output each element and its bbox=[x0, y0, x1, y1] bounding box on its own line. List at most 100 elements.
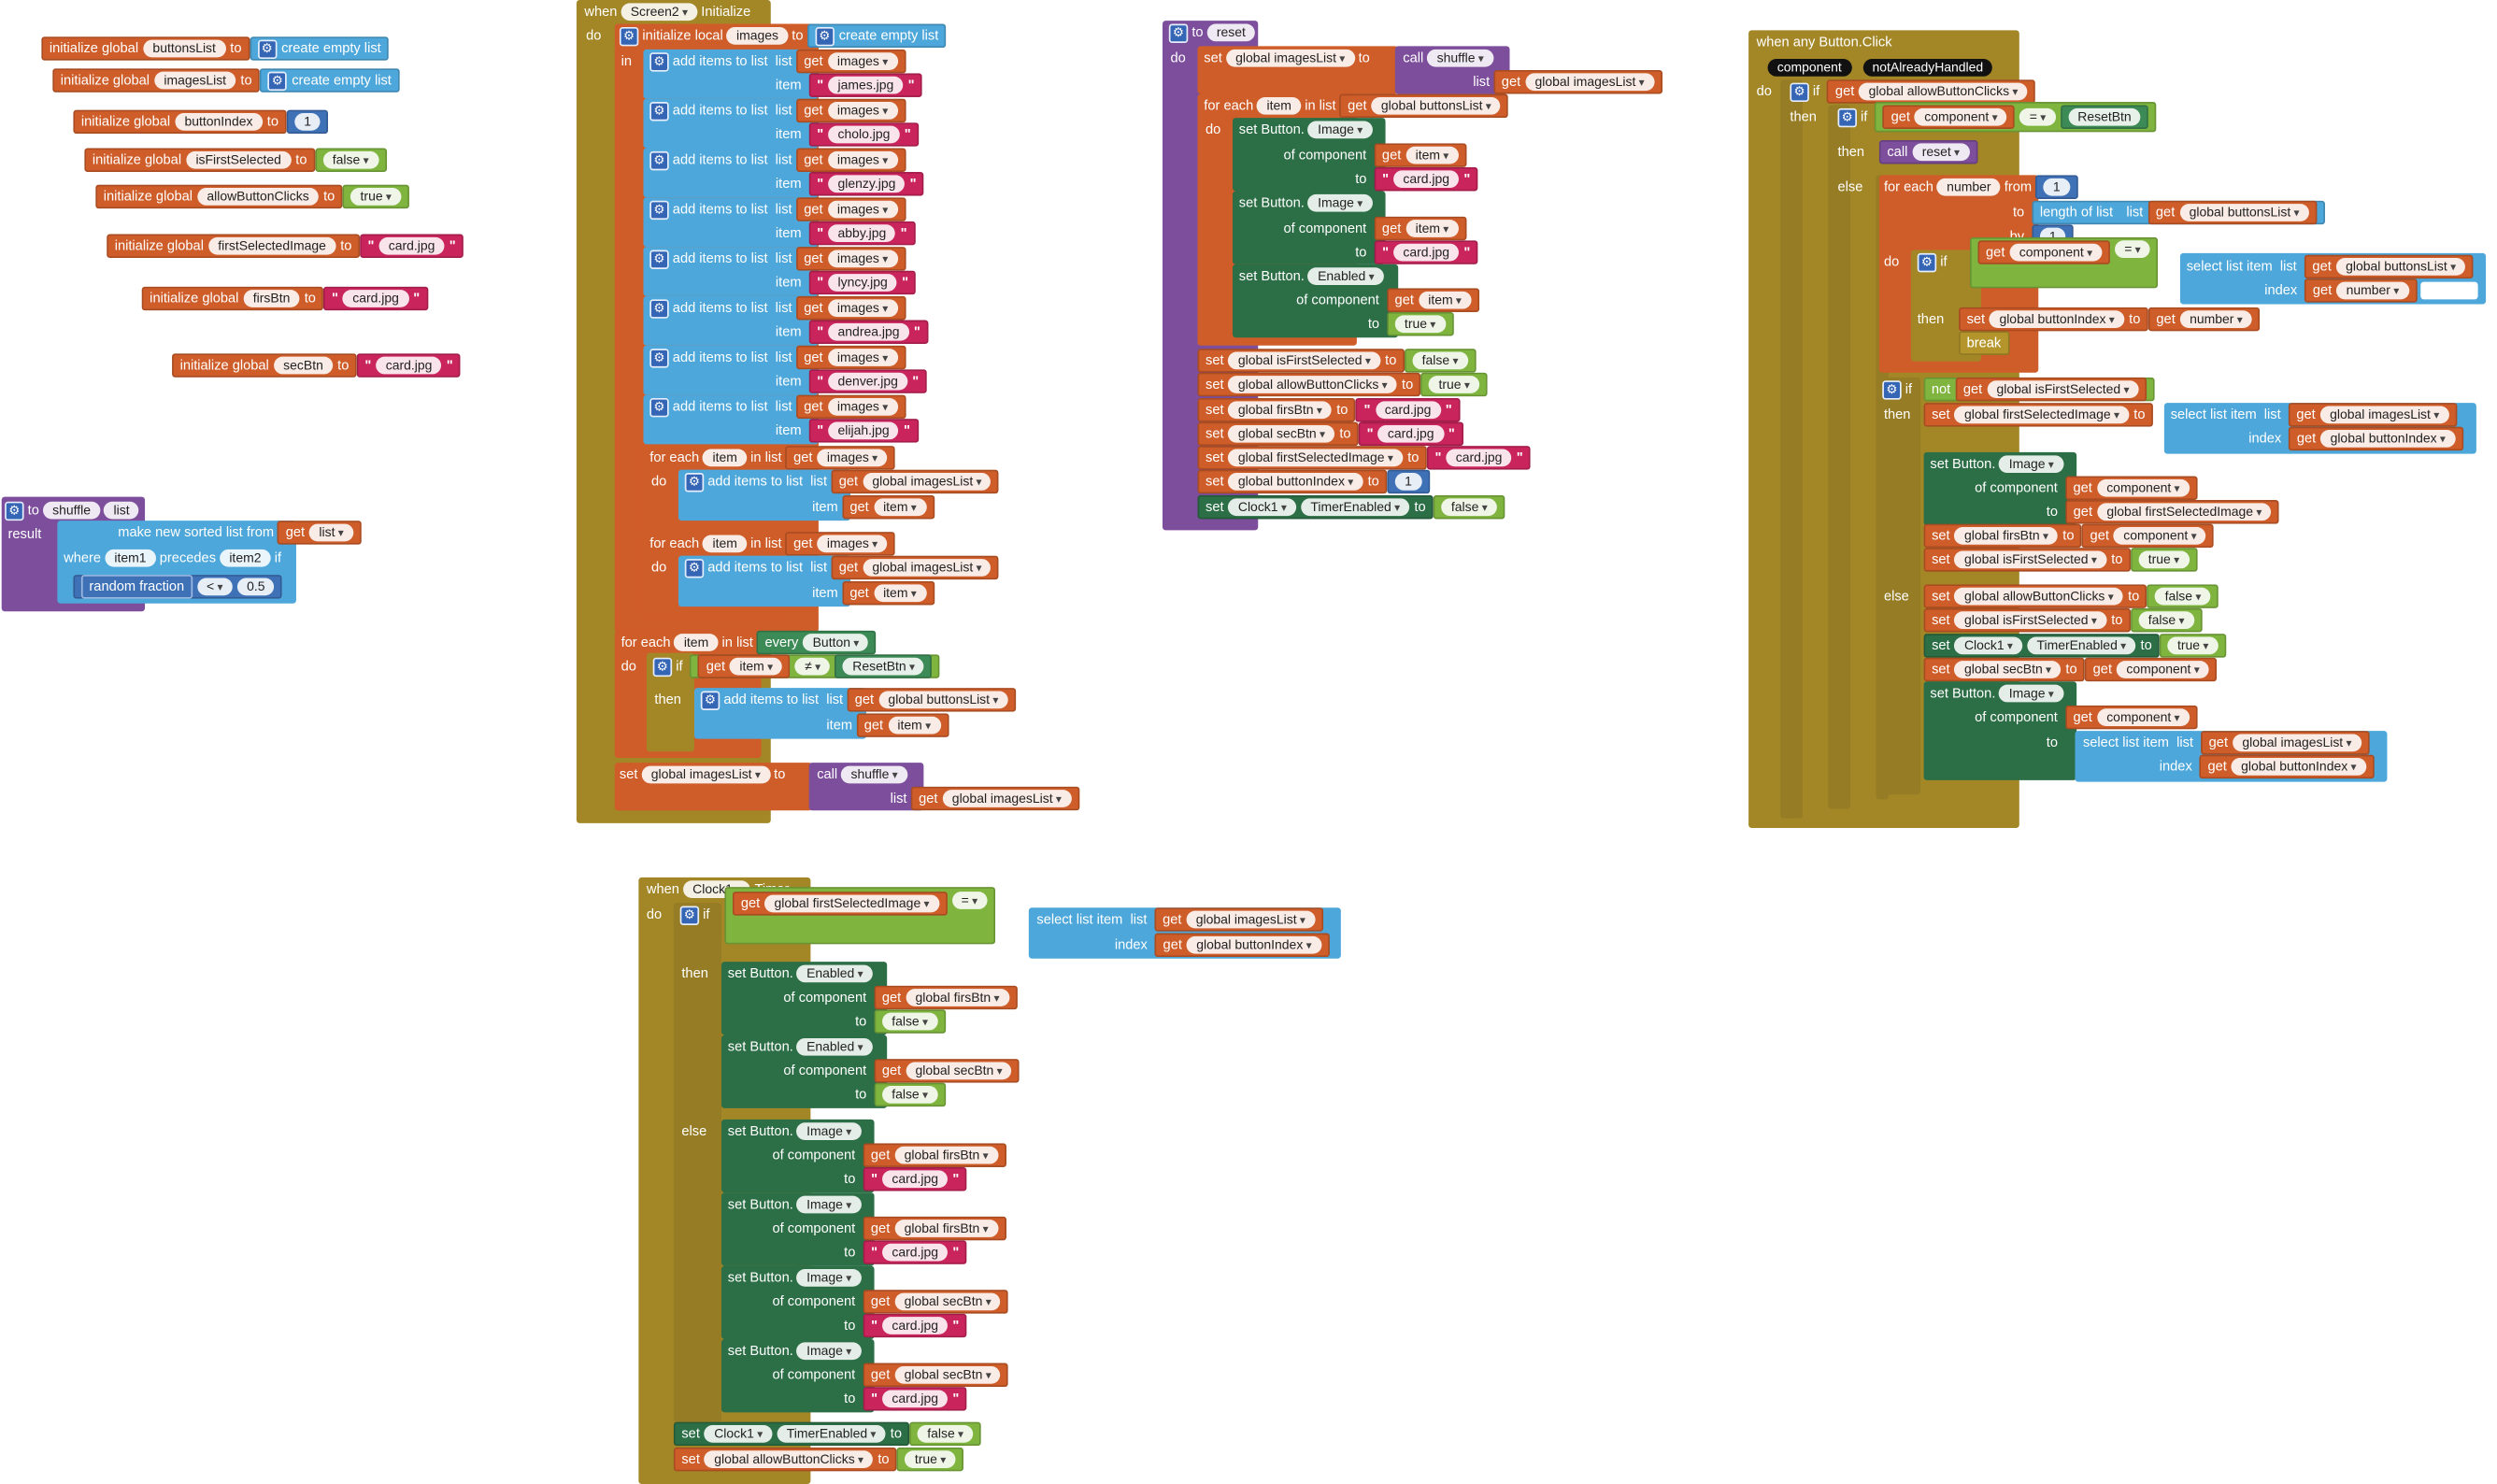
boolean-dropdown[interactable]: false bbox=[881, 1012, 938, 1031]
gear-icon[interactable]: ⚙ bbox=[649, 101, 669, 121]
procedure-name-field[interactable]: shuffle bbox=[42, 501, 101, 520]
var-dropdown[interactable]: item bbox=[873, 498, 926, 517]
boolean-dropdown[interactable]: false bbox=[918, 1424, 974, 1443]
number-field[interactable]: 1 bbox=[2043, 178, 2070, 196]
component-dropdown[interactable]: ResetBtn bbox=[843, 657, 925, 676]
text-field[interactable]: card.jpg bbox=[882, 1390, 949, 1408]
var-dropdown[interactable]: item bbox=[730, 657, 783, 676]
var-dropdown[interactable]: global buttonIndex bbox=[1187, 935, 1321, 954]
property-dropdown[interactable]: Image bbox=[1999, 455, 2064, 474]
var-dropdown[interactable]: global imagesList bbox=[2233, 734, 2361, 752]
var-dropdown[interactable]: images bbox=[827, 299, 898, 318]
property-dropdown[interactable]: TimerEnabled bbox=[1301, 498, 1410, 517]
set-clock-timer-enabled[interactable]: setClock1TimerEnabledtofalse bbox=[1197, 494, 1505, 520]
gear-icon[interactable]: ⚙ bbox=[684, 558, 705, 578]
boolean-dropdown[interactable]: false bbox=[322, 150, 378, 169]
compare-row[interactable]: random fraction<0.5 bbox=[73, 575, 283, 599]
var-dropdown[interactable]: number bbox=[2336, 281, 2409, 300]
text-field[interactable]: card.jpg bbox=[1393, 243, 1460, 262]
var-name-field[interactable]: secBtn bbox=[273, 356, 334, 375]
text-field[interactable]: card.jpg bbox=[1377, 424, 1444, 443]
var-dropdown[interactable]: global allowButtonClicks bbox=[705, 1450, 874, 1468]
var-dropdown[interactable]: images bbox=[827, 52, 898, 70]
operator-dropdown[interactable]: = bbox=[2019, 107, 2056, 126]
boolean-dropdown[interactable]: false bbox=[1412, 351, 1468, 370]
gear-icon[interactable]: ⚙ bbox=[679, 905, 700, 925]
var-dropdown[interactable]: component bbox=[2114, 526, 2206, 545]
property-dropdown[interactable]: TimerEnabled bbox=[777, 1424, 886, 1443]
var-dropdown[interactable]: global imagesList bbox=[641, 765, 771, 784]
gear-icon[interactable]: ⚙ bbox=[1168, 22, 1189, 43]
var-name-field[interactable]: firstSelectedImage bbox=[208, 236, 336, 255]
number-field[interactable]: 0.5 bbox=[236, 578, 275, 596]
boolean-dropdown[interactable]: true bbox=[2138, 550, 2190, 569]
operator-dropdown[interactable]: ≠ bbox=[794, 657, 831, 676]
var-dropdown[interactable]: global firsBtn bbox=[894, 1146, 998, 1164]
component-type-dropdown[interactable]: Button bbox=[803, 634, 869, 651]
text-field[interactable]: card.jpg bbox=[882, 1317, 949, 1334]
var-dropdown[interactable]: component bbox=[1915, 107, 2007, 126]
var-dropdown[interactable]: global buttonsList bbox=[2179, 204, 2309, 221]
boolean-dropdown[interactable]: false bbox=[2155, 587, 2211, 606]
var-dropdown[interactable]: global imagesList bbox=[2319, 406, 2449, 424]
var-dropdown[interactable]: component bbox=[2009, 242, 2103, 261]
image-file-text[interactable]: james.jpg bbox=[828, 76, 904, 94]
number-field[interactable]: 1 bbox=[1394, 473, 1422, 491]
var-name-field[interactable]: buttonIndex bbox=[175, 112, 263, 131]
image-file-text[interactable]: lyncy.jpg bbox=[828, 274, 898, 292]
image-file-text[interactable]: andrea.jpg bbox=[828, 322, 909, 341]
gear-icon[interactable]: ⚙ bbox=[684, 472, 705, 492]
gear-icon[interactable]: ⚙ bbox=[649, 150, 669, 170]
boolean-dropdown[interactable]: true bbox=[2167, 636, 2219, 655]
text-field[interactable]: card.jpg bbox=[1446, 449, 1512, 467]
param-field[interactable]: list bbox=[104, 501, 139, 520]
var-dropdown[interactable]: images bbox=[817, 535, 888, 553]
property-dropdown[interactable]: Image bbox=[1307, 121, 1373, 139]
text-field[interactable]: card.jpg bbox=[376, 356, 442, 375]
var-dropdown[interactable]: global isFirstSelected bbox=[1228, 351, 1381, 370]
component-block[interactable]: ResetBtn bbox=[2068, 107, 2141, 126]
gear-icon[interactable]: ⚙ bbox=[1917, 252, 1937, 272]
param-field[interactable]: item1 bbox=[105, 549, 156, 567]
var-name-field[interactable]: firsBtn bbox=[243, 290, 300, 307]
var-dropdown[interactable]: global imagesList bbox=[1525, 73, 1654, 92]
gear-icon[interactable]: ⚙ bbox=[649, 199, 669, 220]
var-dropdown[interactable]: global imagesList bbox=[1186, 910, 1316, 929]
var-dropdown[interactable]: item bbox=[873, 584, 926, 603]
gear-icon[interactable]: ⚙ bbox=[649, 397, 669, 417]
property-dropdown[interactable]: Image bbox=[796, 1269, 862, 1287]
var-dropdown[interactable]: global buttonsList bbox=[878, 691, 1008, 709]
var-dropdown[interactable]: global firsBtn bbox=[1228, 401, 1333, 420]
component-dropdown[interactable]: Clock1 bbox=[705, 1424, 773, 1443]
gear-icon[interactable]: ⚙ bbox=[1837, 107, 1857, 127]
loop-var-field[interactable]: number bbox=[1936, 178, 2001, 196]
number-field[interactable]: 1 bbox=[294, 112, 321, 131]
var-dropdown[interactable]: images bbox=[827, 102, 898, 120]
var-dropdown[interactable]: global isFirstSelected bbox=[1954, 550, 2107, 569]
var-dropdown[interactable]: global imagesList bbox=[863, 559, 992, 577]
var-dropdown[interactable]: global isFirstSelected bbox=[1954, 611, 2107, 630]
var-dropdown[interactable]: component bbox=[2096, 708, 2190, 726]
var-dropdown[interactable]: global buttonIndex bbox=[2320, 430, 2456, 448]
procedure-dropdown[interactable]: shuffle bbox=[841, 765, 907, 784]
var-dropdown[interactable]: global firsBtn bbox=[894, 1220, 998, 1237]
procedure-dropdown[interactable]: reset bbox=[1912, 143, 1970, 162]
image-file-text[interactable]: glenzy.jpg bbox=[828, 175, 906, 193]
var-dropdown[interactable]: global buttonIndex bbox=[1228, 473, 1363, 491]
